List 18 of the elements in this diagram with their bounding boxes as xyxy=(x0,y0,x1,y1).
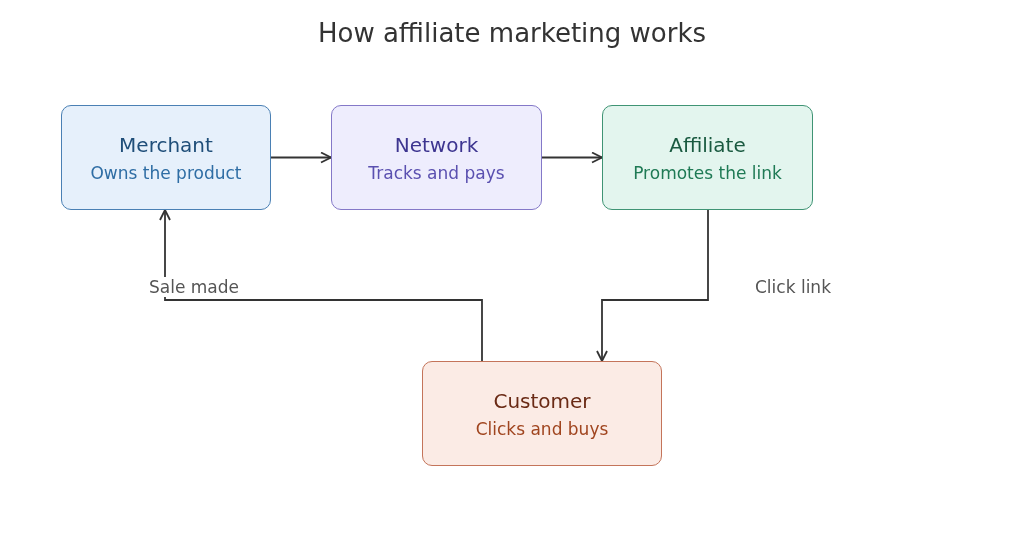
arrow xyxy=(270,151,332,164)
arrow xyxy=(541,151,603,164)
node-subtitle: Clicks and buys xyxy=(475,418,609,439)
process-box xyxy=(422,361,662,466)
node-subtitle: Tracks and pays xyxy=(368,162,505,183)
node-subtitle: Owns the product xyxy=(90,162,242,183)
node-title: Merchant xyxy=(119,132,213,157)
node-title: Network xyxy=(394,132,479,157)
arrow xyxy=(159,209,483,362)
process-box xyxy=(602,105,813,210)
node-title: Customer xyxy=(493,388,591,413)
node-subtitle: Promotes the link xyxy=(633,162,782,183)
node-title: Affiliate xyxy=(669,132,746,157)
edge-label: Sale made xyxy=(147,277,242,297)
diagram-title: How affiliate marketing works xyxy=(316,18,708,48)
process-box xyxy=(331,105,542,210)
process-box xyxy=(61,105,271,210)
arrow xyxy=(596,209,709,362)
